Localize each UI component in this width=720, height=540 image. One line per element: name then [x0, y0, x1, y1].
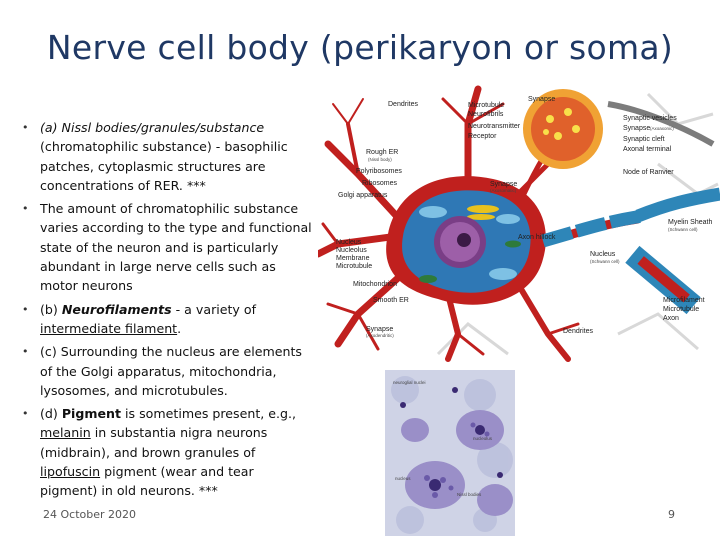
- neurofilaments-suffix: .: [177, 320, 182, 336]
- label-synapse-axoaxonic: Synapse: [623, 125, 650, 132]
- label-axonal-terminal: Axonal terminal: [623, 146, 672, 153]
- micro-label-nucleolus: nucleolus: [473, 436, 493, 441]
- page-number: 9: [668, 508, 675, 521]
- label-nissl-body: (Nissl body): [368, 157, 392, 162]
- label-nucleolus: Nucleolus: [336, 247, 367, 254]
- label-axodendritic: (Axodendritic): [366, 333, 394, 338]
- bullet-item-neurofilaments: • (b) Neurofilaments - a variety of inte…: [22, 300, 313, 339]
- label-polyribosomes: Polyribosomes: [356, 168, 402, 175]
- label-smooth-er: Smooth ER: [373, 297, 409, 304]
- label-microtubule-2: Microtubule: [336, 263, 372, 270]
- label-microtubule: Microtubule: [468, 102, 504, 109]
- axon-cross-section: [625, 245, 701, 315]
- label-nucleus-right: Nucleus: [590, 251, 616, 258]
- lipofuscin-term: lipofuscin: [40, 464, 101, 480]
- neurofilaments-prefix: (b): [40, 301, 62, 317]
- bullet-item-golgi: • (c) Surrounding the nucleus are elemen…: [22, 342, 313, 400]
- label-dendrites: Dendrites: [388, 101, 418, 108]
- golgi-text: (c) Surrounding the nucleus are elements…: [40, 344, 302, 398]
- micro-label-neuroglial: neuroglial nuclei: [393, 380, 426, 385]
- intermediate-filament-link: intermediate filament: [40, 320, 178, 336]
- label-rough-er: Rough ER: [366, 149, 398, 156]
- label-axosomatic: (Axosomatic): [490, 188, 517, 193]
- label-schwann-cell-2: (Schwann cell): [590, 259, 620, 264]
- nissl-micrograph: neuroglial nuclei nucleolus nucleus Niss…: [385, 370, 515, 536]
- pigment-suffix: pigment (wear and tear pigment) in old n…: [40, 464, 254, 499]
- bullet-item-pigment: • (d) Pigment is sometimes present, e.g.…: [22, 404, 313, 500]
- label-microtubule-3: Microtubule: [663, 306, 699, 313]
- footer-date: 24 October 2020: [43, 508, 137, 521]
- label-myelin-sheath: Myelin Sheath: [668, 219, 712, 226]
- label-nucleus: Nucleus: [336, 239, 362, 246]
- pigment-mid2: in substantia nigra neurons (midbrain), …: [40, 425, 268, 460]
- label-ribosomes: Ribosomes: [362, 180, 398, 187]
- micro-label-nissl-bodies: Nissl bodies: [457, 492, 482, 497]
- bullet-item-chromatophilic: • The amount of chromatophilic substance…: [22, 199, 313, 295]
- label-node-ranvier: Node of Ranvier: [623, 169, 674, 176]
- bullet-list: • (a) Nissl bodies/granules/substance (c…: [22, 118, 313, 505]
- label-neurofibrils: Neurofibrils: [468, 111, 504, 118]
- mitochondria: [419, 240, 521, 283]
- nissl-text: (chromatophilic substance) - basophilic …: [40, 139, 288, 193]
- micrograph-background-texture: [391, 376, 513, 534]
- nuclei-dots: [400, 387, 503, 491]
- nucleolus-shape: [457, 233, 471, 247]
- synaptic-vesicles-dots: [543, 108, 580, 140]
- golgi-apparatus: [467, 205, 499, 220]
- label-axoaxonic: (Axoaxonic): [650, 126, 674, 131]
- neurofilaments-term: Neurofilaments: [61, 301, 172, 317]
- label-schwann-cell: (Schwann cell): [668, 227, 698, 232]
- bullet-dot: •: [22, 121, 29, 134]
- nissl-granules: [424, 422, 490, 498]
- label-mitochondrion: Mitochondrion: [353, 281, 397, 288]
- bullet-item-nissl: • (a) Nissl bodies/granules/substance (c…: [22, 118, 313, 195]
- bullet-dot: •: [22, 302, 29, 316]
- myelin-sheath: [541, 187, 720, 248]
- label-golgi: Golgi apparatus: [338, 192, 388, 199]
- label-synapse-axosomatic: Synapse: [490, 181, 517, 188]
- bullet-dot: •: [22, 202, 29, 216]
- label-membrane: Membrane: [336, 255, 370, 262]
- label-microfilament: Microfilament: [663, 297, 705, 304]
- micro-label-nucleus: nucleus: [395, 476, 411, 481]
- pigment-mid1: is sometimes present, e.g.,: [121, 406, 297, 422]
- label-synaptic-vesicles: Synaptic vesicles: [623, 115, 677, 122]
- label-neurotransmitter: Neurotransmitter: [468, 123, 521, 130]
- label-synaptic-cleft: Synaptic cleft: [623, 136, 665, 143]
- rough-er: [419, 206, 520, 280]
- nissl-heading: (a) Nissl bodies/granules/substance: [40, 120, 265, 135]
- melanin-term: melanin: [40, 425, 91, 441]
- neurofilaments-mid: - a variety of: [171, 301, 257, 317]
- bullet-dot: •: [22, 407, 29, 421]
- label-synapse-top: Synapse: [528, 96, 555, 103]
- chromatophilic-text: The amount of chromatophilic substance v…: [40, 201, 312, 294]
- label-axon-hillock: Axon hillock: [518, 234, 556, 241]
- pigment-term: Pigment: [61, 406, 122, 422]
- pigment-prefix: (d): [40, 406, 62, 422]
- slide-title: Nerve cell body (perikaryon or soma): [46, 28, 674, 67]
- label-synapse-axodendritic: Synapse: [366, 326, 393, 333]
- label-dendrites-bottom: Dendrites: [563, 328, 593, 335]
- label-axon: Axon: [663, 315, 679, 322]
- neuron-diagram: Dendrites Microtubule Neurofibrils Neuro…: [318, 84, 720, 362]
- label-receptor: Receptor: [468, 133, 497, 140]
- bullet-dot: •: [22, 345, 29, 359]
